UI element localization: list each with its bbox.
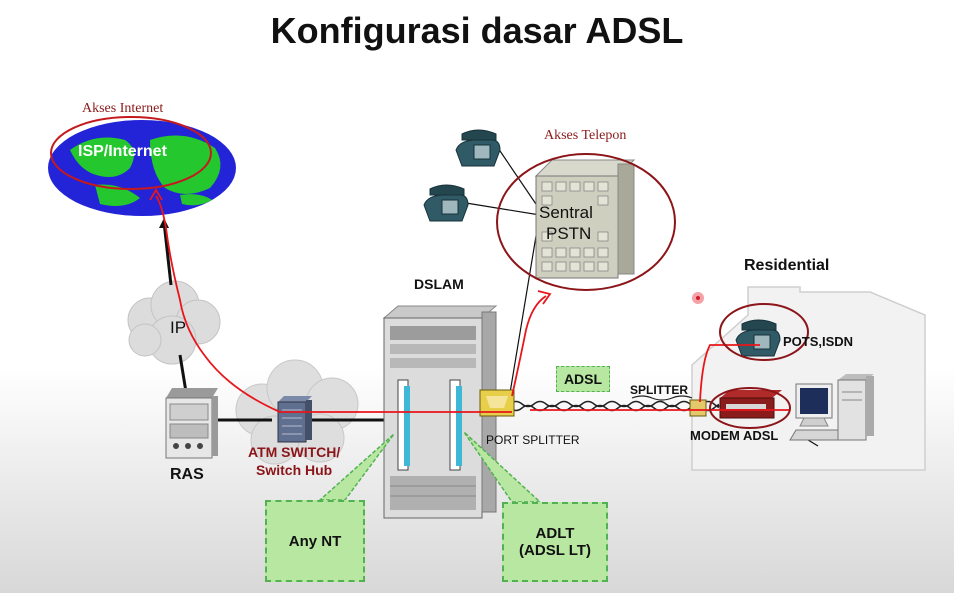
globe-icon xyxy=(48,120,236,216)
cloud-ip-icon xyxy=(127,280,221,365)
ras-label: RAS xyxy=(170,466,204,483)
page-title: Konfigurasi dasar ADSL xyxy=(270,10,684,51)
any-nt-callout: Any NT xyxy=(265,500,365,582)
adsl-line xyxy=(509,400,720,408)
switch-hub-label: Switch Hub xyxy=(256,462,333,478)
pstn-building-icon xyxy=(534,159,636,279)
pots-isdn-label: POTS,ISDN xyxy=(783,334,854,349)
akses-internet-label: Akses Internet xyxy=(82,101,164,116)
adlt-callout: ADLT (ADSL LT) xyxy=(502,502,608,582)
atm-switch-label: ATM SWITCH/ xyxy=(248,444,341,460)
modem-highlight-ellipse xyxy=(709,387,791,429)
residential-label: Residential xyxy=(744,257,830,274)
modem-adsl-icon xyxy=(719,390,782,419)
isp-internet-label: ISP/Internet xyxy=(78,143,167,160)
pstn-windows xyxy=(541,181,609,272)
ip-label: IP xyxy=(170,318,187,337)
pstn-highlight-ellipse xyxy=(496,153,676,291)
dslam-label: DSLAM xyxy=(414,276,464,292)
sentral-label: Sentral xyxy=(539,203,593,222)
splitter-label: SPLITTER xyxy=(630,383,689,397)
adlt-sub-text: (ADSL LT) xyxy=(519,542,591,559)
telephone-icon-3 xyxy=(735,319,781,357)
telephone-icon-2 xyxy=(423,184,469,222)
atm-switch-icon xyxy=(277,396,312,443)
splitter-icon xyxy=(689,399,707,417)
pstn-label: PSTN xyxy=(546,224,592,243)
isp-highlight-ellipse xyxy=(50,116,212,190)
adlt-text: ADLT xyxy=(535,525,575,542)
port-splitter-label: PORT SPLITTER xyxy=(486,433,580,447)
adsl-badge: ADSL xyxy=(556,366,610,392)
dslam-cabinet-icon xyxy=(382,305,498,519)
computer-icon xyxy=(789,374,874,441)
ras-device-icon xyxy=(165,388,218,459)
red-signal-path xyxy=(149,188,790,413)
telephone-icon-1 xyxy=(455,129,501,167)
modem-adsl-label: MODEM ADSL xyxy=(690,428,779,443)
akses-telepon-label: Akses Telepon xyxy=(544,128,627,143)
pots-highlight-ellipse xyxy=(719,303,809,361)
any-nt-text: Any NT xyxy=(288,532,342,550)
